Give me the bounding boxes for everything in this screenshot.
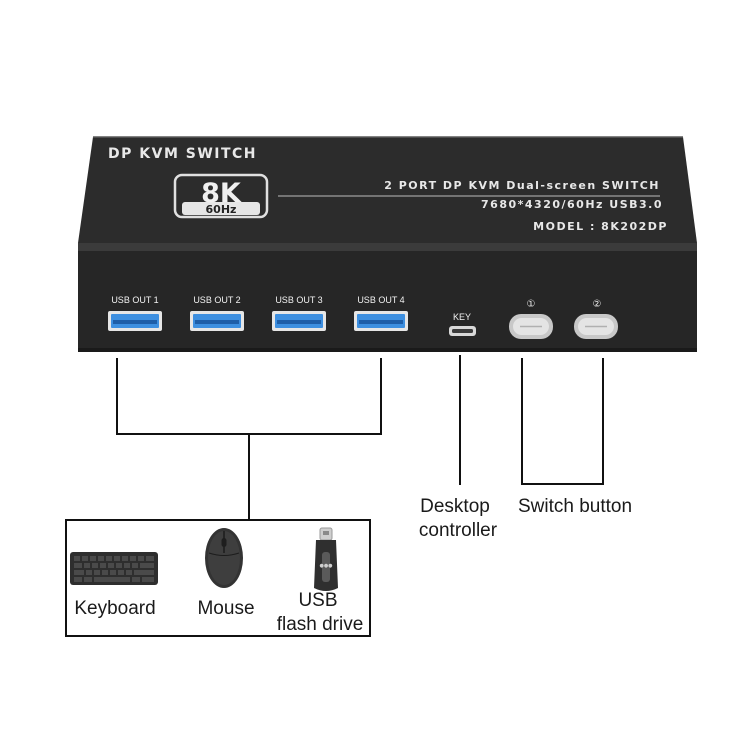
mouse-icon [205, 528, 243, 588]
mouse-label: Mouse [197, 598, 254, 619]
usb-port-label: USB OUT 3 [275, 295, 322, 305]
8k-badge: 8K 60Hz [173, 173, 269, 219]
keyboard-label: Keyboard [74, 598, 155, 619]
usb-flash-drive-icon: ●●● [314, 527, 338, 591]
connector-lines [116, 355, 604, 520]
brand-text: DP KVM SWITCH [108, 146, 257, 162]
keyboard-icon [70, 552, 158, 585]
model-text: MODEL : 8K202DP [533, 220, 668, 233]
kvm-switch-device: DP KVM SWITCH 8K 60Hz 2 PORT DP KVM Dual… [78, 136, 697, 352]
usb-flash-drive-label-1: USB [298, 590, 337, 611]
button-2-label: ② [593, 299, 602, 310]
switch-button-2[interactable]: ② [574, 299, 618, 339]
device-edge [78, 243, 697, 251]
button-1-label: ① [527, 299, 536, 310]
usb-bracket-line [116, 358, 382, 435]
switch-button-label: Switch button [518, 496, 632, 517]
badge-main: 8K [201, 178, 242, 209]
desktop-controller-label-2: controller [419, 520, 498, 541]
subtitle-line-2: 7680*4320/60Hz USB3.0 [481, 198, 663, 211]
badge-sub: 60Hz [206, 203, 237, 216]
usb-port-2[interactable]: USB OUT 2 [190, 295, 244, 331]
usb-port-label: USB OUT 1 [111, 295, 158, 305]
subtitle-line-1: 2 PORT DP KVM Dual-screen SWITCH [384, 179, 660, 192]
key-label: KEY [453, 312, 471, 322]
usb-port-3[interactable]: USB OUT 3 [272, 295, 326, 331]
usb-port-4[interactable]: USB OUT 4 [354, 295, 408, 331]
usb-port-label: USB OUT 2 [193, 295, 240, 305]
usb-flash-drive-label-2: flash drive [277, 614, 364, 635]
usb-port-1[interactable]: USB OUT 1 [108, 295, 162, 331]
svg-text:●●●: ●●● [319, 563, 333, 569]
usb-port-label: USB OUT 4 [357, 295, 404, 305]
switch-bracket-line [521, 358, 604, 485]
switch-button-1[interactable]: ① [509, 299, 553, 339]
key-port[interactable]: KEY [449, 312, 476, 336]
desktop-controller-label: Desktop [420, 496, 490, 517]
